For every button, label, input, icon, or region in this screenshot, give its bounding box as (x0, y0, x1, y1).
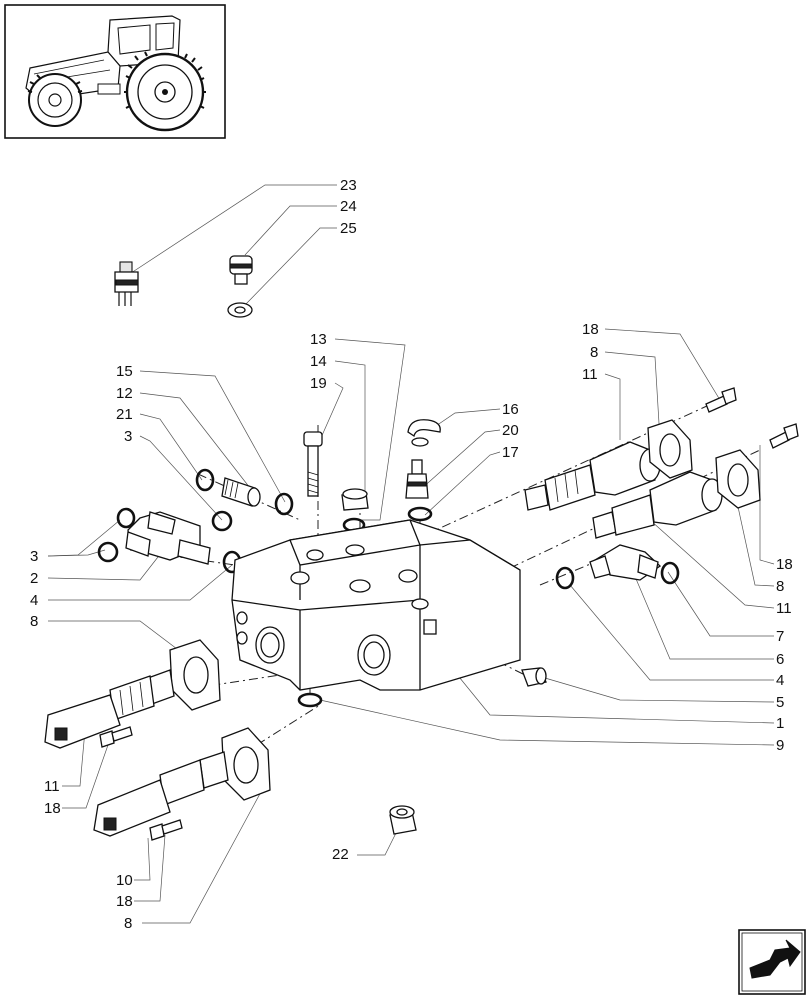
flange-part-8-bottom (221, 727, 271, 801)
callout-4: 4 (30, 592, 38, 609)
page-turn-arrow-icon[interactable] (738, 929, 806, 995)
callout-6: 6 (776, 651, 784, 668)
solenoid-valve-part-10-bottom (93, 751, 229, 837)
callout-17: 17 (502, 444, 519, 461)
plug-part-14 (341, 488, 369, 511)
callout-18: 18 (44, 800, 61, 817)
o-ring-part-3c (211, 510, 233, 532)
callout-2: 2 (30, 570, 38, 587)
o-ring-part-15 (274, 492, 294, 516)
solenoid-valve-part-11-upper (524, 441, 661, 511)
elbow-fitting-part-6 (589, 544, 662, 581)
callout-10: 10 (116, 872, 133, 889)
plug-part-22 (389, 805, 417, 835)
callout-16: 16 (502, 401, 519, 418)
o-ring-part-9 (297, 692, 323, 708)
flange-part-8-upper (647, 419, 693, 479)
sensor-part-24 (229, 255, 253, 285)
solenoid-valve-part-11-lower (592, 471, 723, 539)
callout-23: 23 (340, 177, 357, 194)
callout-13: 13 (310, 331, 327, 348)
callout-8: 8 (776, 578, 784, 595)
callout-1: 1 (776, 715, 784, 732)
clip-part-16 (407, 419, 441, 447)
tractor-thumbnail-icon[interactable] (4, 4, 226, 139)
callout-4: 4 (776, 672, 784, 689)
callout-21: 21 (116, 406, 133, 423)
callout-5: 5 (776, 694, 784, 711)
o-ring-part-3 (116, 507, 136, 529)
long-bolt-part-19 (303, 431, 323, 497)
o-ring-part-21 (195, 468, 215, 492)
bolt-part-18-bottom (149, 819, 183, 841)
callout-24: 24 (340, 198, 357, 215)
plug-part-5 (521, 667, 547, 687)
callout-9: 9 (776, 737, 784, 754)
flange-part-8-left (169, 639, 221, 711)
callout-20: 20 (502, 422, 519, 439)
bolt-part-18-upper (705, 387, 737, 413)
callout-18: 18 (776, 556, 793, 573)
o-ring-part-4b (555, 566, 575, 590)
callout-8: 8 (590, 344, 598, 361)
callout-18: 18 (582, 321, 599, 338)
callout-22: 22 (332, 846, 349, 863)
callout-8: 8 (30, 613, 38, 630)
pressure-switch-part-23 (114, 261, 139, 306)
o-ring-part-7 (660, 561, 680, 585)
tee-fitting-part-2 (125, 511, 211, 565)
callout-15: 15 (116, 363, 133, 380)
callout-19: 19 (310, 375, 327, 392)
solenoid-valve-part-11-left (44, 669, 175, 749)
o-ring-part-17 (407, 506, 433, 522)
sensor-part-20 (405, 459, 429, 499)
callout-14: 14 (310, 353, 327, 370)
valve-body-part-1 (231, 519, 521, 691)
bolt-part-18-left (99, 726, 133, 748)
callout-12: 12 (116, 385, 133, 402)
bolt-part-18-lower (769, 423, 799, 449)
callout-11: 11 (776, 600, 792, 617)
fitting-part-12 (221, 477, 261, 507)
o-ring-part-3b (97, 541, 119, 563)
leader-lines (47, 184, 775, 924)
callout-11: 11 (582, 366, 598, 383)
callout-3: 3 (124, 428, 132, 445)
callout-labels: 23 24 25 13 14 19 15 12 21 3 16 20 17 18… (30, 177, 793, 932)
flange-part-8-lower (715, 449, 761, 509)
callout-25: 25 (340, 220, 357, 237)
callout-11: 11 (44, 778, 60, 795)
callout-8: 8 (124, 915, 132, 932)
callout-18: 18 (116, 893, 133, 910)
callout-3: 3 (30, 548, 38, 565)
washer-part-25 (227, 302, 253, 318)
callout-7: 7 (776, 628, 784, 645)
